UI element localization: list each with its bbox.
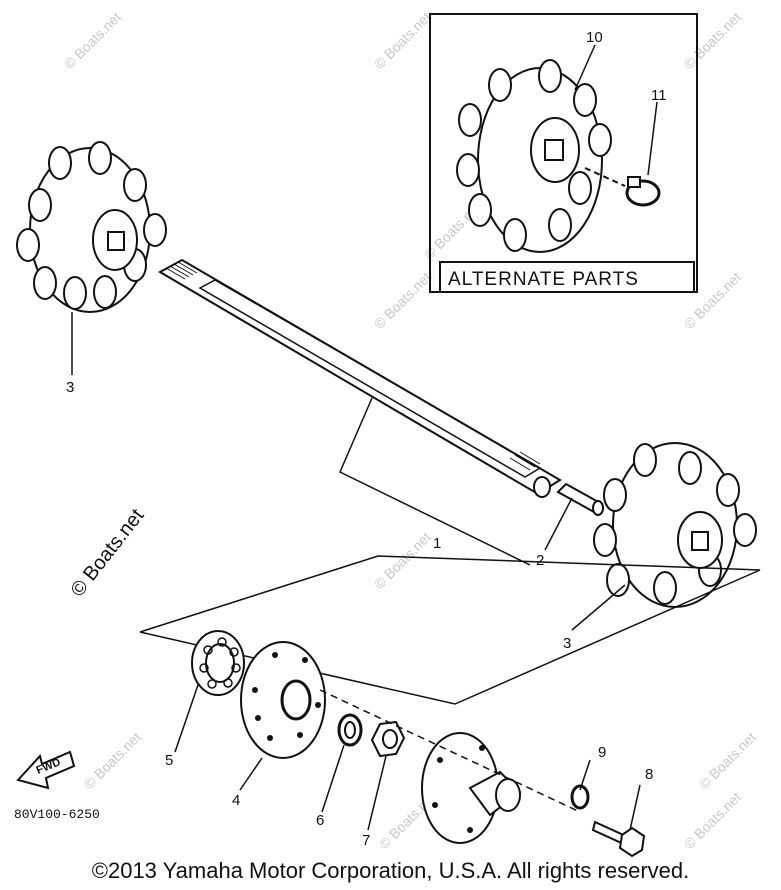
callout-5: 5 <box>165 752 173 769</box>
leader-lines <box>71 312 641 831</box>
watermark: © Boats.net <box>371 529 434 592</box>
pin-2 <box>556 482 604 516</box>
callout-11: 11 <box>651 87 667 104</box>
hub-flange <box>421 732 522 844</box>
fwd-arrow-icon: FWD <box>16 750 76 790</box>
washer-6-hole <box>344 721 356 739</box>
watermark: © Boats.net <box>371 269 434 332</box>
part-code: 80V100-6250 <box>14 807 100 822</box>
clamp-11 <box>584 167 661 207</box>
callout-9: 9 <box>598 744 606 761</box>
callout-4: 4 <box>232 792 240 809</box>
watermark: © Boats.net <box>681 269 744 332</box>
callout-1: 1 <box>433 535 441 552</box>
alternate-parts-label: ALTERNATE PARTS <box>448 269 639 290</box>
watermark: © Boats.net <box>61 9 124 72</box>
watermark: © Boats.net <box>681 9 744 72</box>
callouts: 1 2 3 3 4 5 6 7 8 9 10 11 <box>66 29 667 849</box>
copyright-footer: ©2013 Yamaha Motor Corporation, U.S.A. A… <box>91 858 690 883</box>
callout-7: 7 <box>362 832 370 849</box>
bolt-8 <box>591 820 646 858</box>
watermark-layer: © Boats.net © Boats.net © Boats.net © Bo… <box>61 9 759 852</box>
bearing-5 <box>191 630 245 696</box>
watermark: © Boats.net <box>696 729 759 792</box>
callout-2: 2 <box>536 552 544 569</box>
watermark: © Boats.net <box>81 729 144 792</box>
callout-3-left: 3 <box>66 379 74 396</box>
watermark: © Boats.net <box>681 789 744 852</box>
sprocket-left <box>16 141 167 313</box>
washer-9 <box>570 784 590 810</box>
callout-3-right: 3 <box>563 635 571 652</box>
assembly-plane <box>139 555 761 705</box>
callout-8: 8 <box>645 766 653 783</box>
drive-shaft <box>157 258 562 498</box>
sprocket-10 <box>456 59 612 253</box>
alternate-parts-inset: ALTERNATE PARTS <box>429 13 698 293</box>
nut-7 <box>370 720 406 758</box>
side-watermark: © Boats.net <box>67 505 149 601</box>
callout-6: 6 <box>316 812 324 829</box>
callout-10: 10 <box>586 29 603 46</box>
watermark: © Boats.net <box>371 9 434 72</box>
plate-4 <box>240 641 326 759</box>
